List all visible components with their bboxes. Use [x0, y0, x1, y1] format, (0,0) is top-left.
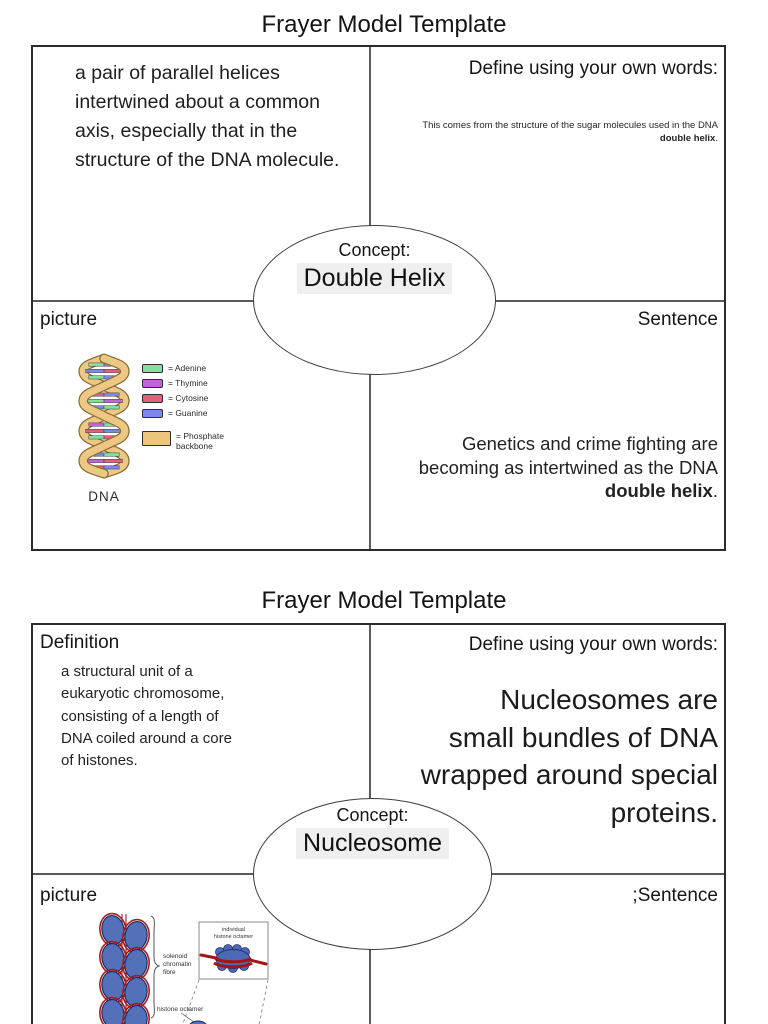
own-words-heading: Define using your own words:	[468, 58, 718, 79]
concept-ellipse: Concept: Double Helix	[253, 225, 496, 375]
text-line: structure of the DNA molecule.	[75, 149, 340, 171]
sentence-label: Sentence	[637, 309, 718, 330]
text-line: becoming as intertwined as the DNA	[418, 456, 718, 478]
frayer-title-2: Frayer Model Template	[261, 587, 507, 614]
octamer-blob	[199, 944, 268, 973]
inset-label-line: histone octamer	[214, 934, 253, 940]
text-line: small bundles of DNA	[448, 721, 718, 753]
concept-label: Concept:	[338, 240, 411, 260]
text-line: intertwined about a common	[75, 91, 320, 113]
text-line: Genetics and crime fighting are	[461, 433, 718, 454]
own-words-answer: Nucleosomes are small bundles of DNA wra…	[421, 681, 718, 831]
bracket	[150, 915, 161, 1019]
text-line: proteins.	[610, 796, 718, 828]
thymine-swatch	[142, 378, 163, 388]
solenoid-label-line: chromatin	[163, 961, 192, 968]
text-line: wrapped around special	[420, 759, 718, 790]
dna-helix-illustration	[78, 353, 130, 479]
definition-text: a structural unit of a eukaryotic chromo…	[61, 661, 232, 772]
legend-item-adenine: = Adenine	[142, 363, 226, 373]
text-line: Nucleosomes are	[500, 684, 718, 715]
inset-label-line: individual	[222, 927, 245, 933]
picture-label: picture	[40, 885, 98, 906]
text-line: axis, especially that in the	[75, 120, 298, 142]
text-line: DNA coiled around a core	[61, 729, 232, 747]
legend-label: = Guanine	[168, 408, 208, 418]
histone-octamer-label: histone octamer	[157, 1006, 204, 1013]
legend-item-thymine: = Thymine	[142, 378, 226, 388]
legend-label: = Phosphate backbone	[176, 431, 224, 451]
concept-value: Double Helix	[296, 263, 453, 294]
dna-caption: DNA	[88, 489, 120, 504]
text-line: consisting of a length of	[61, 707, 219, 725]
concept-value: Nucleosome	[296, 828, 449, 859]
text-line: double helix.	[422, 132, 718, 145]
own-words-heading: Define using your own words:	[468, 634, 718, 655]
text-line: a structural unit of a	[61, 663, 193, 680]
dna-legend: = Adenine = Thymine = Cytosine = Guanine…	[142, 363, 226, 456]
concept-label: Concept:	[336, 805, 409, 825]
text-line: a pair of parallel helices	[75, 62, 280, 84]
legend-label: = Thymine	[168, 378, 208, 388]
frayer-title-1: Frayer Model Template	[261, 11, 507, 38]
legend-item-guanine: = Guanine	[142, 408, 226, 418]
punctuation: .	[715, 133, 718, 144]
legend-label: = Cytosine	[168, 393, 209, 403]
cytosine-swatch	[142, 393, 163, 403]
legend-item-phosphate: = Phosphate backbone	[142, 431, 226, 451]
phosphate-swatch	[142, 431, 171, 446]
solenoid-label-line: fibre	[163, 969, 176, 976]
bold-term: double helix	[604, 480, 713, 501]
own-words-note: This comes from the structure of the sug…	[422, 119, 718, 145]
adenine-swatch	[142, 363, 163, 373]
punctuation: .	[712, 480, 718, 501]
sentence-label: ;Sentence	[632, 885, 718, 906]
legend-item-cytosine: = Cytosine	[142, 393, 226, 403]
text-line: eukaryotic chromosome,	[61, 685, 225, 703]
guanine-swatch	[142, 408, 163, 418]
definition-label: Definition	[40, 632, 120, 653]
picture-label: picture	[40, 309, 98, 330]
sentence-text: Genetics and crime fighting are becoming…	[419, 432, 718, 503]
text-line: double helix.	[419, 479, 718, 503]
text-line: This comes from the structure of the sug…	[422, 120, 718, 131]
frayer-grid-1: a pair of parallel helices intertwined a…	[31, 45, 726, 551]
definition-text: a pair of parallel helices intertwined a…	[75, 59, 339, 175]
histone-stack	[99, 912, 150, 1024]
bold-term: double helix	[659, 133, 716, 144]
solenoid-label-line: solenoid	[163, 953, 188, 960]
legend-label: = Adenine	[168, 363, 207, 373]
text-line: of histones.	[61, 752, 138, 770]
nucleosome-illustration: solenoid chromatin fibre histone octamer…	[99, 912, 295, 1024]
concept-ellipse: Concept: Nucleosome	[253, 798, 492, 950]
frayer-grid-2: Definition a structural unit of a eukary…	[31, 623, 726, 1024]
